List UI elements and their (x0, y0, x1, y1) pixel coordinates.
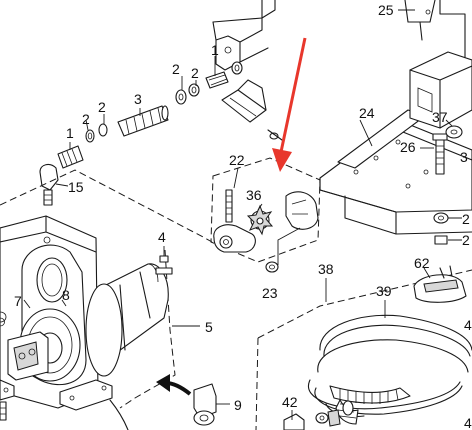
top-bracket (212, 0, 276, 71)
callout-22: 22 (229, 152, 245, 168)
callout-23: 23 (262, 285, 278, 301)
callout-1-top: 1 (211, 42, 219, 58)
callout-1-left: 1 (66, 125, 74, 141)
bracket-9 (193, 383, 230, 426)
callout-9: 9 (234, 397, 242, 413)
callout-38: 38 (318, 261, 334, 277)
fitting-42 (283, 400, 354, 430)
callout-26: 26 (400, 139, 416, 155)
callout-5: 5 (205, 319, 213, 335)
direction-arrow (156, 374, 192, 396)
callout-4-right: 4 (464, 317, 472, 333)
callout-2-c: 2 (82, 111, 90, 127)
callout-62: 62 (414, 255, 430, 271)
pump-housing-group (0, 169, 213, 430)
highlight-arrow (272, 37, 307, 172)
fitting-23 (265, 227, 301, 273)
callout-7: 7 (14, 293, 22, 309)
callout-42: 42 (282, 394, 298, 410)
callout-3-right: 3 (460, 149, 468, 165)
carriage-plate-24 (319, 51, 472, 235)
callout-2-a: 2 (172, 61, 180, 77)
callout-36: 36 (246, 187, 262, 203)
elbow-fitting-15 (39, 163, 69, 206)
callout-2-d: 2 (98, 99, 106, 115)
callout-4: 4 (158, 229, 166, 245)
leader-lines (23, 56, 453, 309)
callout-2-b: 2 (191, 65, 199, 81)
callouts: 25 1 2 2 3 2 2 1 15 22 36 24 37 26 3 4 2… (14, 2, 472, 430)
callout-3: 3 (134, 91, 142, 107)
callout-39: 39 (376, 283, 392, 299)
washer-right (433, 212, 462, 245)
callout-2-r1: 2 (462, 211, 470, 227)
hose-group (255, 265, 472, 430)
callout-8: 8 (62, 287, 70, 303)
callout-4-bottom: 4 (464, 415, 472, 430)
bracket-25 (398, 0, 472, 63)
callout-15: 15 (68, 179, 84, 195)
nut-37 (445, 125, 463, 139)
bolt-26 (420, 133, 448, 175)
impeller-36 (246, 204, 274, 236)
callout-24: 24 (359, 105, 375, 121)
pump-kit-group (210, 157, 321, 263)
callout-25: 25 (378, 2, 394, 18)
callout-2-r2: 2 (462, 232, 470, 248)
callout-37: 37 (432, 109, 448, 125)
fitting-assembly-top (57, 61, 283, 169)
